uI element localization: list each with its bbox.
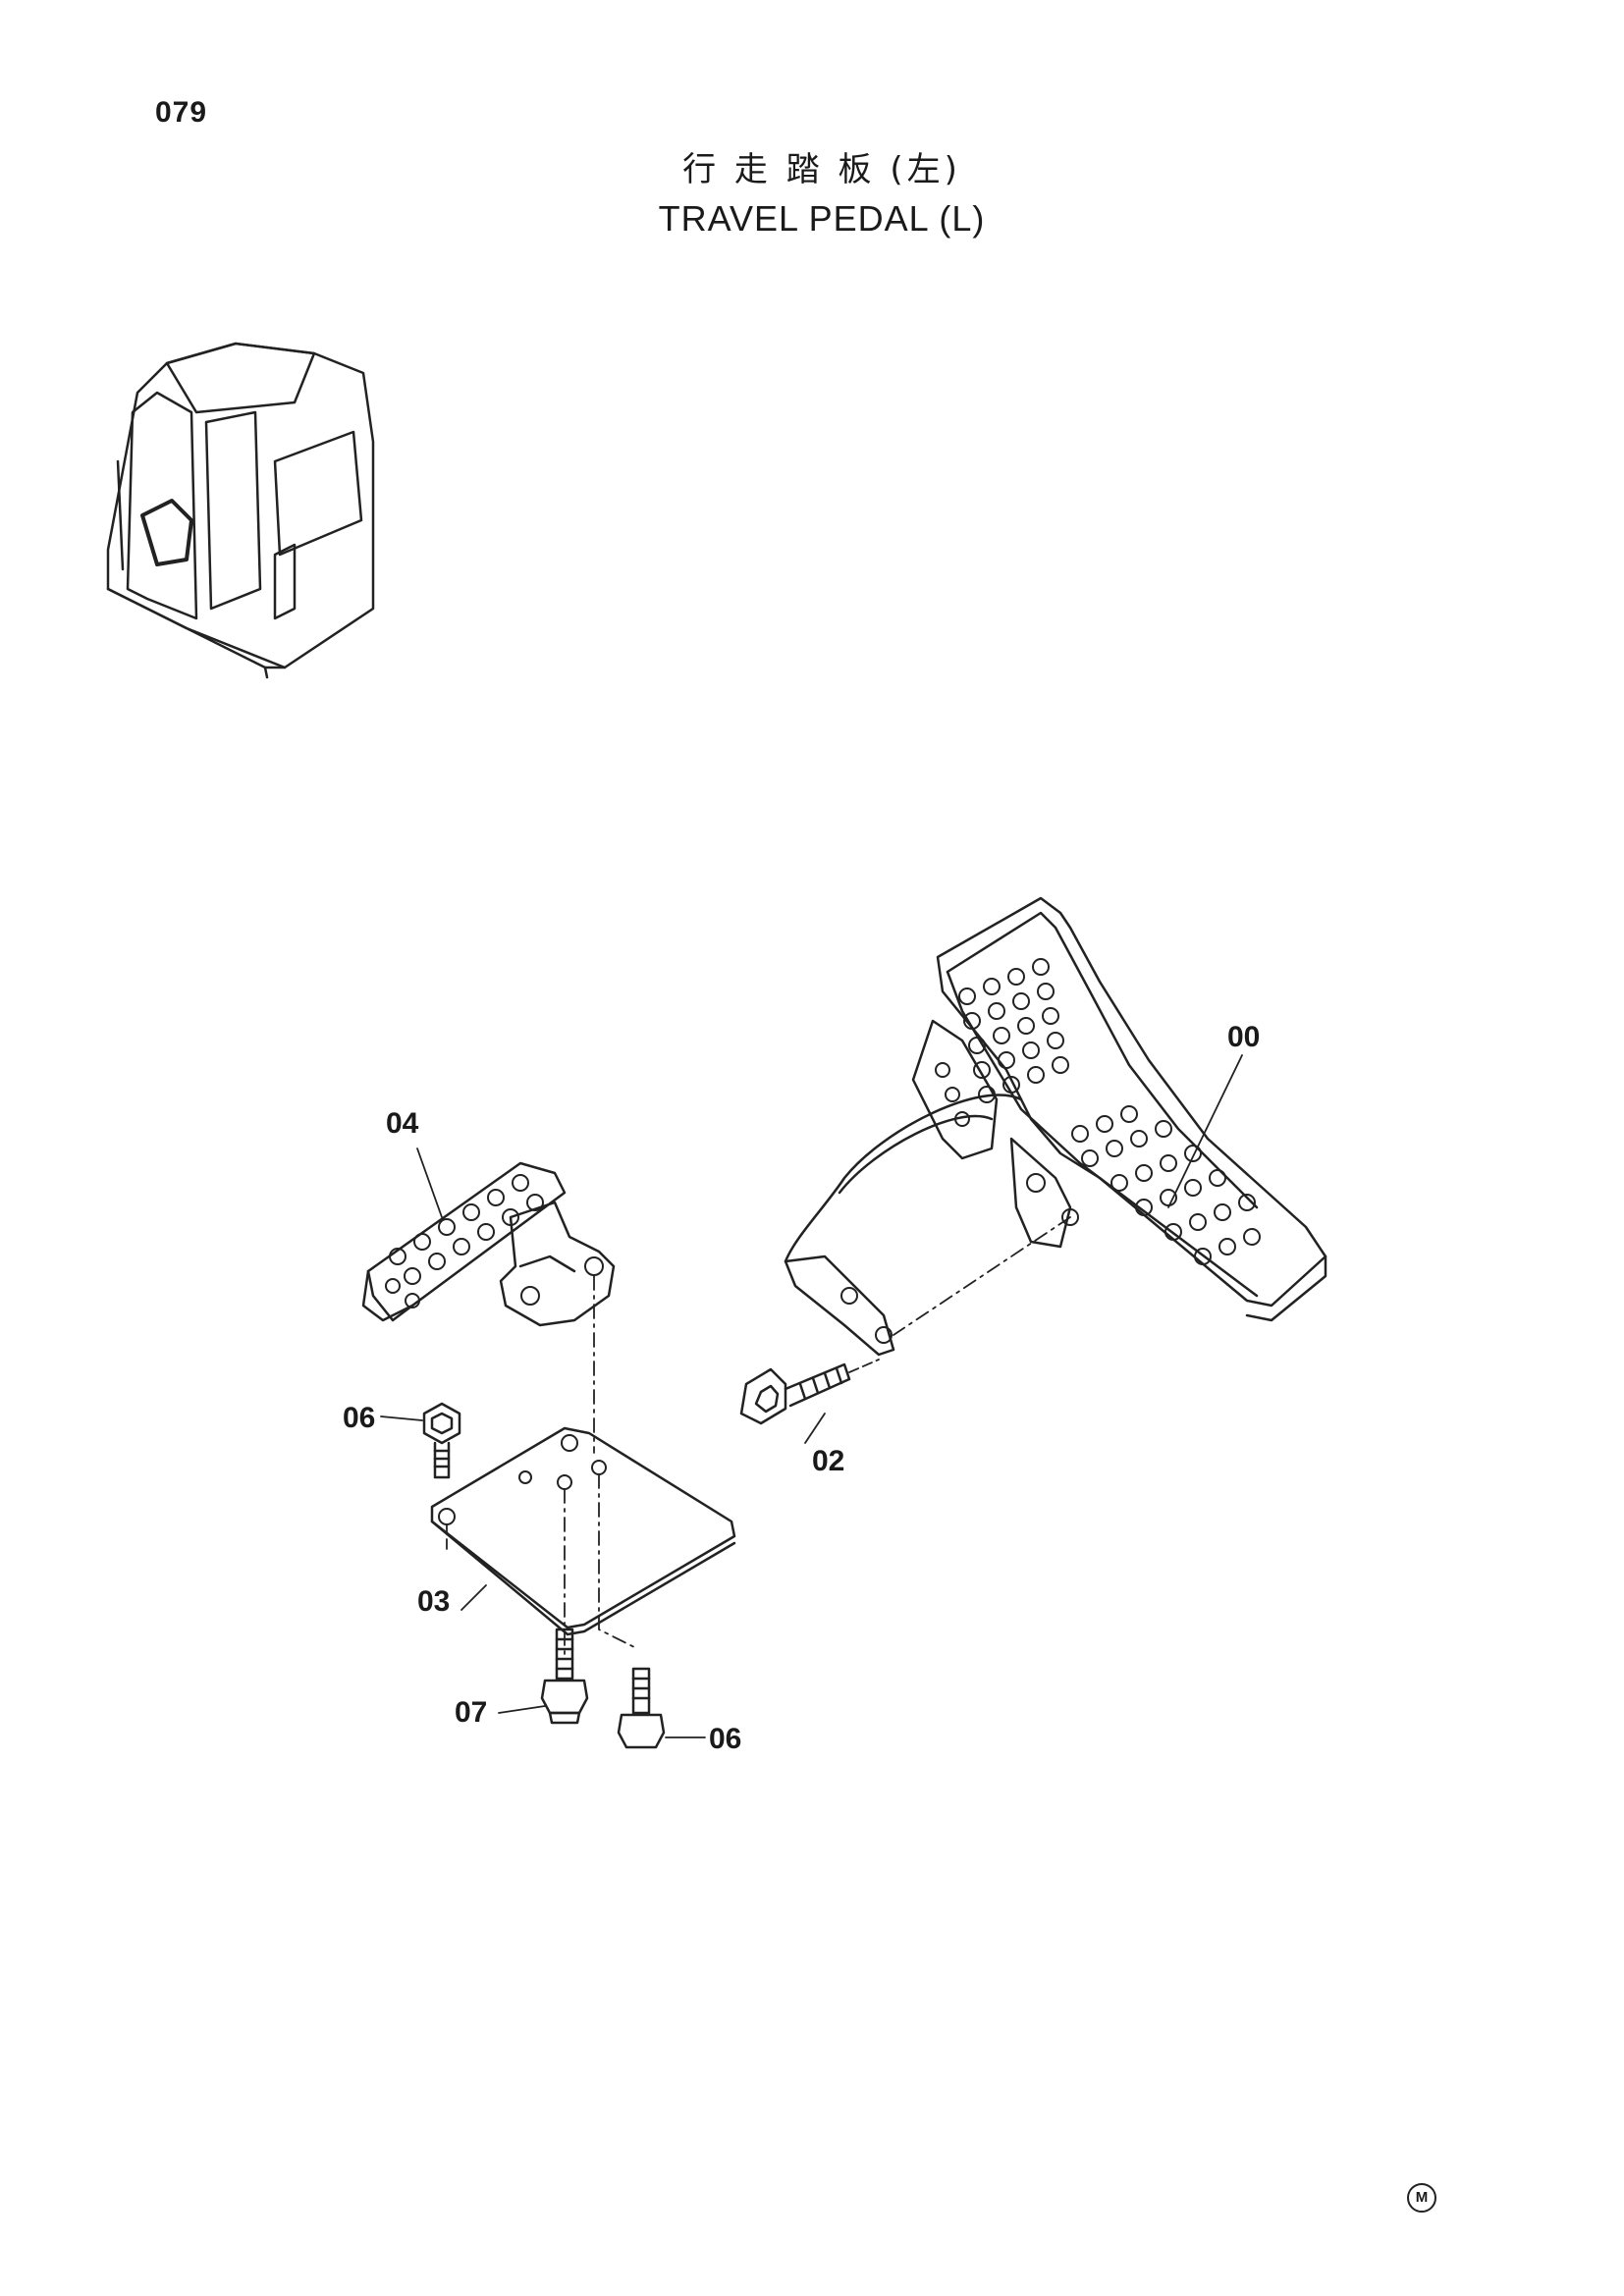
footer-mark: M <box>1407 2183 1436 2213</box>
callout-00: 00 <box>1227 1021 1261 1053</box>
callout-04: 04 <box>386 1107 419 1140</box>
title-english: TRAVEL PEDAL (L) <box>658 198 986 239</box>
callout-06-top: 06 <box>343 1402 376 1434</box>
callout-06-bottom: 06 <box>709 1723 742 1755</box>
plate-03-drawing <box>430 1426 736 1660</box>
pedal-04-drawing <box>361 1161 616 1454</box>
bolt-02-drawing <box>739 1359 880 1425</box>
bolt-06-top-drawing <box>422 1402 461 1479</box>
cab-locator-illustration <box>106 342 375 679</box>
leader-lines <box>380 1054 1243 1738</box>
bolt-07-drawing <box>540 1628 589 1725</box>
title-block: 行 走 踏 板 (左) TRAVEL PEDAL (L) <box>0 142 1624 240</box>
callout-07: 07 <box>455 1696 488 1729</box>
pedal-00-drawing <box>784 896 1327 1357</box>
bolt-06-bottom-drawing <box>617 1667 666 1749</box>
page-number: 079 <box>155 96 208 129</box>
callout-03: 03 <box>417 1585 451 1618</box>
title-chinese: 行 走 踏 板 (左) <box>682 150 961 189</box>
callout-02: 02 <box>812 1445 845 1477</box>
